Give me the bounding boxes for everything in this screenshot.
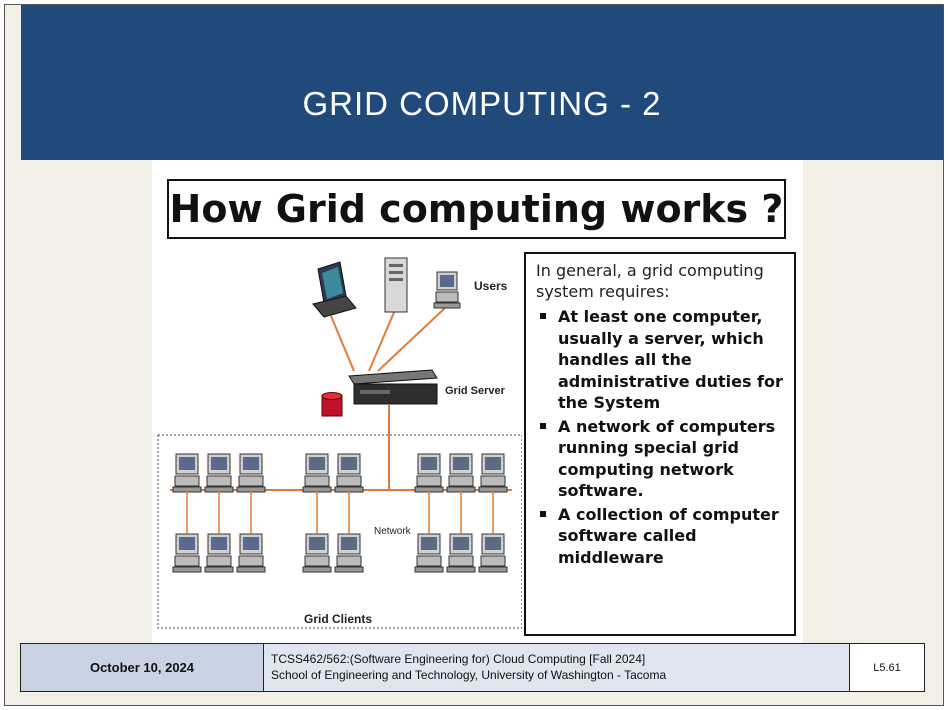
client-computer-icon (172, 453, 202, 493)
tower-server-icon (384, 257, 408, 313)
headline: How Grid computing works ? (169, 187, 784, 231)
requirements-box: In general, a grid computing system requ… (524, 252, 796, 636)
client-computer-icon (204, 453, 234, 493)
requirements-intro: In general, a grid computing system requ… (536, 261, 764, 301)
database-icon (321, 392, 343, 417)
headline-box: How Grid computing works ? (167, 179, 786, 239)
footer-course-line2: School of Engineering and Technology, Un… (271, 668, 667, 682)
footer: October 10, 2024 TCSS462/562:(Software E… (20, 643, 925, 692)
title-banner: GRID COMPUTING - 2 (21, 5, 943, 160)
client-computer-icon (302, 453, 332, 493)
requirement-item: A collection of computer software called… (536, 504, 786, 569)
grid-server-label: Grid Server (445, 385, 506, 397)
client-computer-icon (334, 453, 364, 493)
client-computer-icon (236, 453, 266, 493)
network-label: Network (374, 526, 412, 537)
client-computer-icon (414, 533, 444, 573)
desktop-user-icon (433, 271, 461, 309)
client-computer-icon (446, 453, 476, 493)
footer-course-line1: TCSS462/562:(Software Engineering for) C… (271, 652, 646, 666)
laptop-icon (312, 261, 357, 318)
bullet-square-icon (540, 422, 546, 429)
client-computers (172, 453, 508, 573)
client-computer-icon (334, 533, 364, 573)
client-computer-icon (478, 533, 508, 573)
footer-date: October 10, 2024 (21, 644, 264, 691)
client-computer-icon (236, 533, 266, 573)
client-computer-icon (446, 533, 476, 573)
client-computer-icon (172, 533, 202, 573)
slide: GRID COMPUTING - 2 How Grid computing wo… (4, 4, 944, 706)
content-panel: How Grid computing works ? (152, 160, 803, 644)
grid-clients-label: Grid Clients (304, 612, 372, 626)
requirement-item: At least one computer, usually a server,… (536, 306, 786, 414)
requirement-item: A network of computers running special g… (536, 416, 786, 502)
client-computer-icon (478, 453, 508, 493)
users-label: Users (474, 279, 508, 293)
bullet-square-icon (540, 510, 546, 517)
client-computer-icon (414, 453, 444, 493)
grid-diagram: Users Grid Server Network Grid Clients (157, 257, 522, 629)
requirements-list: At least one computer, usually a server,… (536, 306, 786, 568)
footer-slide-number: L5.61 (849, 644, 924, 691)
slide-title: GRID COMPUTING - 2 (302, 85, 662, 122)
grid-server-icon (348, 369, 438, 405)
grid-clients-area (157, 434, 522, 629)
client-computer-icon (302, 533, 332, 573)
bullet-square-icon (540, 313, 546, 319)
footer-course: TCSS462/562:(Software Engineering for) C… (271, 651, 841, 683)
client-computer-icon (204, 533, 234, 573)
